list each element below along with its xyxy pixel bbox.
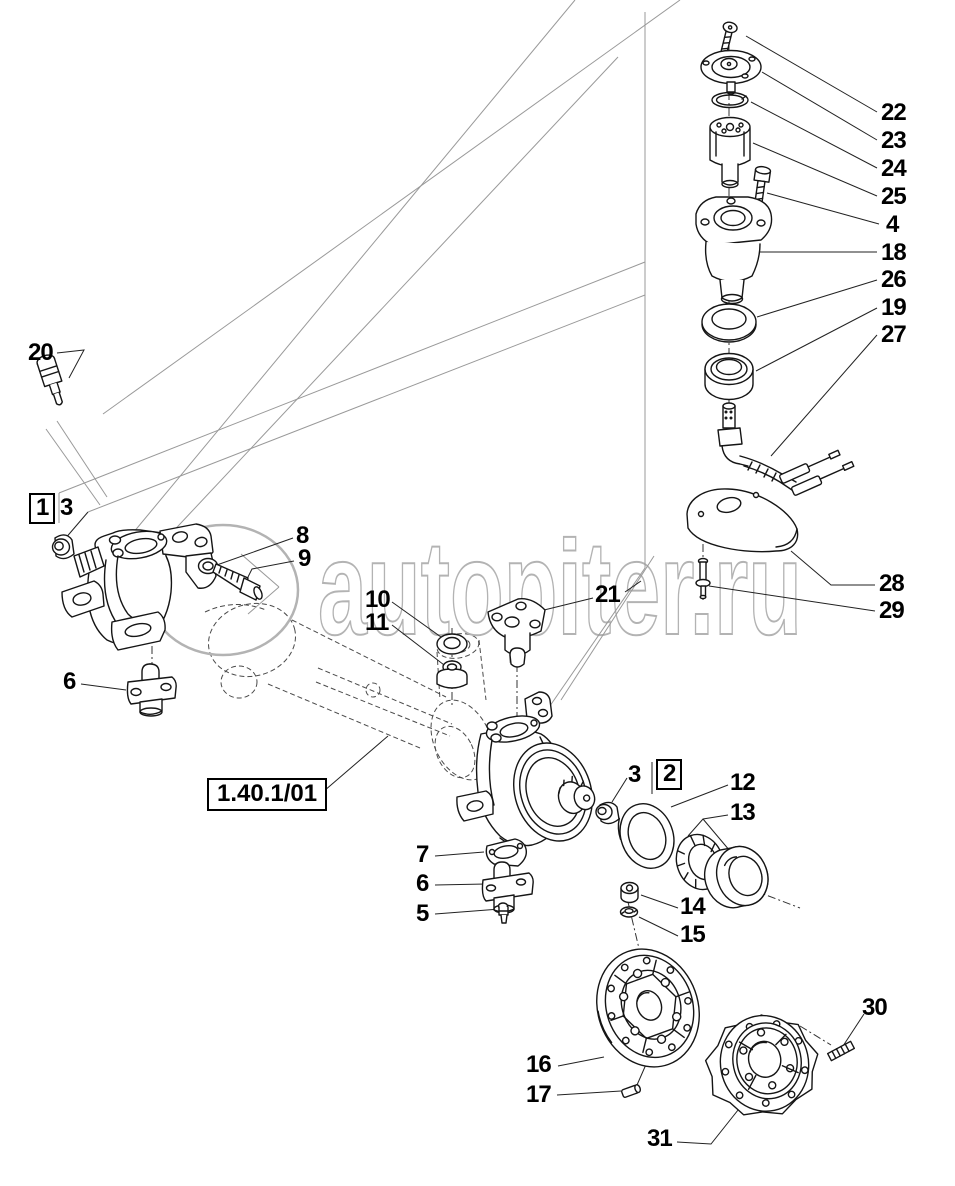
callout-18-5: 18	[881, 239, 907, 266]
callout-14-26: 14	[680, 893, 706, 920]
callout-21-18: 21	[595, 581, 621, 608]
stud-29	[695, 557, 711, 600]
callout-29-15: 29	[879, 597, 905, 624]
callout-12-22: 12	[730, 769, 756, 796]
callout-22-0: 22	[881, 99, 907, 126]
cylinder-25	[709, 116, 751, 189]
callout-30-29: 30	[862, 994, 888, 1021]
sensor-27	[717, 402, 855, 496]
bearing-19	[704, 352, 754, 401]
snap-ring-24	[711, 91, 749, 109]
lock-pin-17	[621, 1084, 641, 1098]
callout-10-16: 10	[365, 586, 391, 613]
grease-fitting-20	[36, 354, 63, 406]
callout-26-6: 26	[881, 266, 907, 293]
bolt-9	[212, 563, 263, 601]
callout-6-19: 6	[63, 668, 76, 695]
callout-25-3: 25	[881, 183, 907, 210]
callout-16-30: 16	[526, 1051, 552, 1078]
callout-15-28: 15	[680, 921, 706, 948]
cap-14	[620, 881, 639, 904]
hub-16	[596, 948, 700, 1068]
king-pin-21	[487, 598, 546, 668]
leader-lines	[56, 35, 880, 1145]
callout-4-4: 4	[886, 211, 899, 238]
bearing-cup-13	[704, 845, 769, 909]
washer-15	[619, 906, 639, 918]
steering-knuckle-left	[61, 523, 217, 651]
callout-3-11: 3	[60, 494, 73, 521]
callout-8-12: 8	[296, 522, 309, 549]
seal-ring-26	[701, 303, 757, 343]
callout-1-10: 1	[29, 493, 56, 524]
callout-19-7: 19	[881, 294, 907, 321]
callout-23-1: 23	[881, 127, 907, 154]
grease-fitting-5	[497, 902, 509, 924]
housing-18	[695, 196, 773, 305]
construction-lines	[45, 0, 681, 717]
hub-31	[704, 1014, 819, 1116]
callout-7-24: 7	[416, 841, 429, 868]
callout-9-13: 9	[298, 545, 311, 572]
reference-box: 1.40.1/01	[207, 778, 328, 811]
gasket-7	[485, 838, 528, 867]
washer-10	[436, 633, 468, 655]
bushing-3-center	[595, 801, 620, 825]
stud-30	[826, 1040, 856, 1062]
callout-28-14: 28	[879, 570, 905, 597]
callout-20-9: 20	[28, 339, 54, 366]
callout-27-8: 27	[881, 321, 907, 348]
cover-plate-28	[686, 488, 799, 553]
callout-13-23: 13	[730, 799, 756, 826]
callout-17-31: 17	[526, 1081, 552, 1108]
bushing-11	[436, 660, 468, 689]
steering-knuckle-center	[456, 691, 596, 847]
part-drawings	[36, 21, 856, 1116]
callout-6-25: 6	[416, 870, 429, 897]
callout-3-20: 3	[628, 761, 641, 788]
plug-3-left	[51, 534, 75, 560]
callout-2-21: 2	[656, 759, 683, 790]
cap-23	[700, 49, 762, 95]
seal-12	[617, 803, 675, 869]
callout-11-17: 11	[365, 609, 389, 636]
callout-24-2: 24	[881, 155, 907, 182]
callout-5-27: 5	[416, 900, 429, 927]
callout-31-32: 31	[647, 1125, 673, 1152]
support-6-left	[126, 663, 177, 717]
